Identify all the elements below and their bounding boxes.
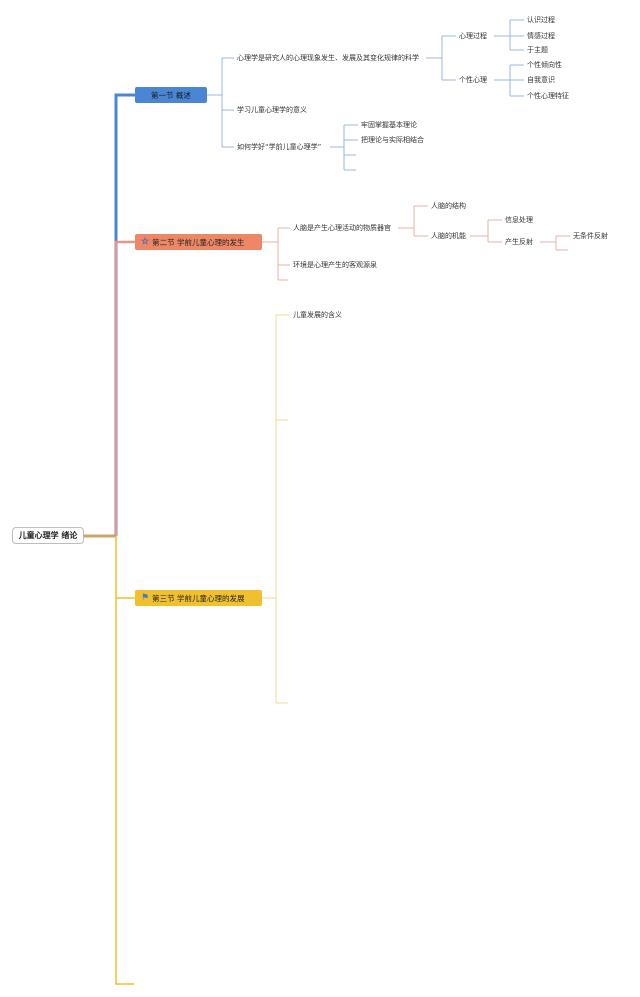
s1-item-1[interactable]: 心理学是研究人的心理现象发生、发展及其变化规律的科学 — [237, 54, 419, 62]
section-2-topic[interactable]: ☆ 第二节 学前儿童心理的发生 — [135, 234, 262, 250]
s1-personality-leaf-3[interactable]: 个性心理特征 — [527, 92, 569, 100]
s2-reflex[interactable]: 产生反射 — [505, 238, 533, 246]
section-3-topic[interactable]: ⚑ 第三节 学前儿童心理的发展 — [135, 590, 262, 606]
s1-item-3-leaf-2[interactable]: 把理论与实际相结合 — [361, 136, 424, 144]
root-topic-label: 儿童心理学 绪论 — [18, 531, 78, 540]
root-topic[interactable]: 儿童心理学 绪论 — [12, 527, 84, 544]
s1-item-2[interactable]: 学习儿童心理学的意义 — [237, 106, 307, 114]
s1-process-leaf-3[interactable]: 于主题 — [527, 46, 548, 54]
s1-process-leaf-2[interactable]: 情感过程 — [527, 32, 555, 40]
s2-brain-function[interactable]: 人脑的机能 — [431, 232, 466, 240]
star-icon: ☆ — [141, 237, 150, 248]
s3-item-1[interactable]: 儿童发展的含义 — [293, 311, 342, 319]
s2-brain-structure[interactable]: 人脑的结构 — [431, 202, 466, 210]
s1-process-leaf-1[interactable]: 认识过程 — [527, 16, 555, 24]
s1-item-3-leaf-1[interactable]: 牢固掌握基本理论 — [361, 121, 417, 129]
s1-process-node[interactable]: 心理过程 — [459, 32, 487, 40]
section-1-label: 第一节 概述 — [151, 90, 191, 100]
s2-item-1[interactable]: 人脑是产生心理活动的物质器官 — [293, 224, 391, 232]
s1-item-3[interactable]: 如何学好“学前儿童心理学” — [237, 143, 322, 151]
s1-personality-leaf-2[interactable]: 自我意识 — [527, 76, 555, 84]
flag-icon: ⚑ — [141, 593, 150, 603]
s1-personality-node[interactable]: 个性心理 — [459, 76, 487, 84]
section-2-label: 第二节 学前儿童心理的发生 — [152, 237, 245, 247]
s2-unconditioned-reflex[interactable]: 无条件反射 — [573, 232, 608, 240]
s1-personality-leaf-1[interactable]: 个性倾向性 — [527, 61, 562, 69]
section-1-topic[interactable]: 第一节 概述 — [135, 87, 207, 103]
section-3-label: 第三节 学前儿童心理的发展 — [152, 593, 245, 603]
s2-info-processing[interactable]: 信息处理 — [505, 216, 533, 224]
s2-item-2[interactable]: 环境是心理产生的客观源泉 — [293, 261, 377, 269]
